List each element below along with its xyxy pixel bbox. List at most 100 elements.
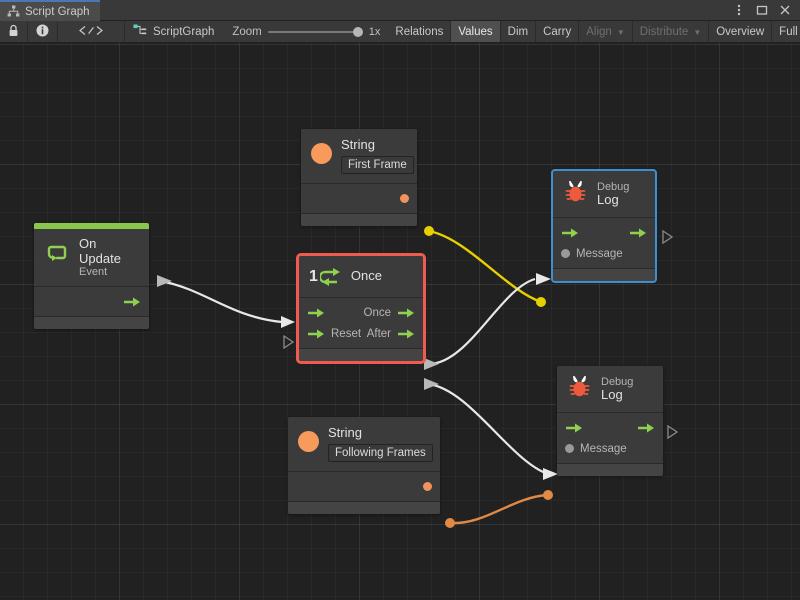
info-icon xyxy=(36,24,49,40)
string-value-input[interactable]: First Frame xyxy=(341,155,414,175)
port-in-reset[interactable]: Reset xyxy=(307,328,361,340)
port-out-flow[interactable] xyxy=(629,227,647,239)
toolbar-button-values[interactable]: Values xyxy=(451,21,501,42)
node-debug-log-bottom[interactable]: Debug Log xyxy=(557,366,663,476)
flow-arrow-icon xyxy=(398,308,414,317)
tab-label: Script Graph xyxy=(25,5,90,18)
once-loop-icon: 1 xyxy=(309,265,342,289)
port-row-message[interactable]: Message xyxy=(553,243,655,264)
port-row-enter-once[interactable]: Once xyxy=(299,302,423,323)
once-reset-unconnected-port-icon[interactable] xyxy=(283,335,294,349)
port-out-value[interactable] xyxy=(423,482,432,492)
port-row-reset-after[interactable]: Reset After xyxy=(299,323,423,344)
lock-icon xyxy=(8,24,19,40)
edge-once-to-debug-top-flow xyxy=(424,273,551,370)
node-body: Once Reset xyxy=(299,298,423,348)
close-icon[interactable] xyxy=(778,0,792,20)
node-footer xyxy=(553,268,655,281)
port-in-flow[interactable] xyxy=(561,227,579,239)
node-body xyxy=(34,287,149,317)
on-update-event-icon xyxy=(44,242,70,273)
info-button[interactable] xyxy=(28,21,58,42)
toolbar-button-full-screen[interactable]: Full Screen xyxy=(772,21,800,42)
more-options-icon[interactable] xyxy=(732,0,746,20)
port-in-enter[interactable] xyxy=(307,307,331,319)
node-body: Message xyxy=(557,413,663,463)
toolbar-button-label: Values xyxy=(458,25,493,38)
zoom-control[interactable]: Zoom 1x xyxy=(224,21,388,42)
zoom-slider-track xyxy=(267,30,363,33)
node-title-group: String First Frame xyxy=(341,137,414,175)
flow-arrow-icon xyxy=(566,423,582,432)
port-row-flow[interactable] xyxy=(557,417,663,438)
zoom-slider-knob[interactable] xyxy=(352,26,363,37)
node-subtitle: Debug xyxy=(597,180,630,193)
node-accent-bar xyxy=(34,223,149,229)
port-out-after[interactable]: After xyxy=(367,328,415,340)
toolbar-button-label: Dim xyxy=(507,25,529,38)
port-out-flow[interactable] xyxy=(637,422,655,434)
node-string-following-frames[interactable]: String Following Frames xyxy=(288,417,440,515)
port-row-value-out[interactable] xyxy=(301,188,417,209)
node-title: On Update xyxy=(79,236,121,266)
node-body: Message xyxy=(553,218,655,268)
port-row-flow[interactable] xyxy=(553,222,655,243)
node-title-group: On Update Event xyxy=(79,236,139,278)
string-value-icon xyxy=(311,143,332,164)
value-port-dot-icon xyxy=(400,194,409,204)
toolbar-button-distribute[interactable]: Distribute ▼ xyxy=(633,21,710,42)
node-title: String xyxy=(341,137,375,152)
node-on-update[interactable]: On Update Event xyxy=(34,223,149,330)
debug-log-top-flow-out-unconnected-icon[interactable] xyxy=(662,230,673,244)
flow-arrow-icon xyxy=(562,228,578,237)
graph-name-label: ScriptGraph xyxy=(153,25,215,38)
port-row-flow-out[interactable] xyxy=(34,291,149,312)
string-value-icon xyxy=(298,431,319,452)
code-view-button[interactable] xyxy=(58,21,125,42)
maximize-icon[interactable] xyxy=(755,0,769,20)
lock-button[interactable] xyxy=(0,21,28,42)
toolbar-button-label: Carry xyxy=(543,25,572,38)
node-title: Once xyxy=(350,268,382,284)
port-row-message[interactable]: Message xyxy=(557,438,663,459)
graph-name-field[interactable]: ScriptGraph xyxy=(125,21,224,42)
window-tab-bar: Script Graph xyxy=(0,0,800,21)
node-title-group: Debug Log xyxy=(601,376,633,403)
node-header: 1 Once xyxy=(299,256,423,298)
port-out-flow[interactable] xyxy=(123,296,141,308)
toolbar-button-align[interactable]: Align ▼ xyxy=(579,21,633,42)
zoom-label: Zoom xyxy=(232,25,262,38)
toolbar-button-label: Full Screen xyxy=(779,25,800,38)
node-title: Log xyxy=(597,191,619,207)
toolbar-button-carry[interactable]: Carry xyxy=(536,21,580,42)
node-footer xyxy=(301,213,417,227)
node-debug-log-top[interactable]: Debug Log xyxy=(551,169,657,283)
port-in-message[interactable]: Message xyxy=(561,248,623,260)
port-row-value-out[interactable] xyxy=(288,476,440,497)
tab-script-graph[interactable]: Script Graph xyxy=(0,0,100,21)
debug-log-bottom-flow-out-unconnected-icon[interactable] xyxy=(667,425,678,439)
port-in-flow[interactable] xyxy=(565,422,583,434)
flow-arrow-icon xyxy=(308,308,324,317)
node-string-first-frame[interactable]: String First Frame xyxy=(301,129,417,227)
graph-canvas[interactable]: On Update Event xyxy=(0,43,800,600)
port-in-message[interactable]: Message xyxy=(565,443,627,455)
toolbar-button-label: Align xyxy=(586,25,612,38)
port-out-once[interactable]: Once xyxy=(364,307,416,319)
flow-arrow-icon xyxy=(124,297,140,307)
toolbar-button-dim[interactable]: Dim xyxy=(501,21,537,42)
node-header: On Update Event xyxy=(34,229,149,288)
toolbar-button-relations[interactable]: Relations xyxy=(388,21,452,42)
node-footer xyxy=(299,348,423,361)
once-badge: 1 xyxy=(309,267,318,285)
string-value-input[interactable]: Following Frames xyxy=(328,443,433,463)
toolbar-button-overview[interactable]: Overview xyxy=(709,21,773,42)
zoom-value: 1x xyxy=(368,25,381,38)
port-out-value[interactable] xyxy=(400,194,409,204)
node-once[interactable]: 1 Once xyxy=(296,253,426,364)
node-body xyxy=(301,184,417,214)
zoom-slider[interactable] xyxy=(267,24,363,40)
edge-after-to-debug-bottom-flow xyxy=(424,378,558,480)
flow-arrow-icon xyxy=(398,329,414,338)
